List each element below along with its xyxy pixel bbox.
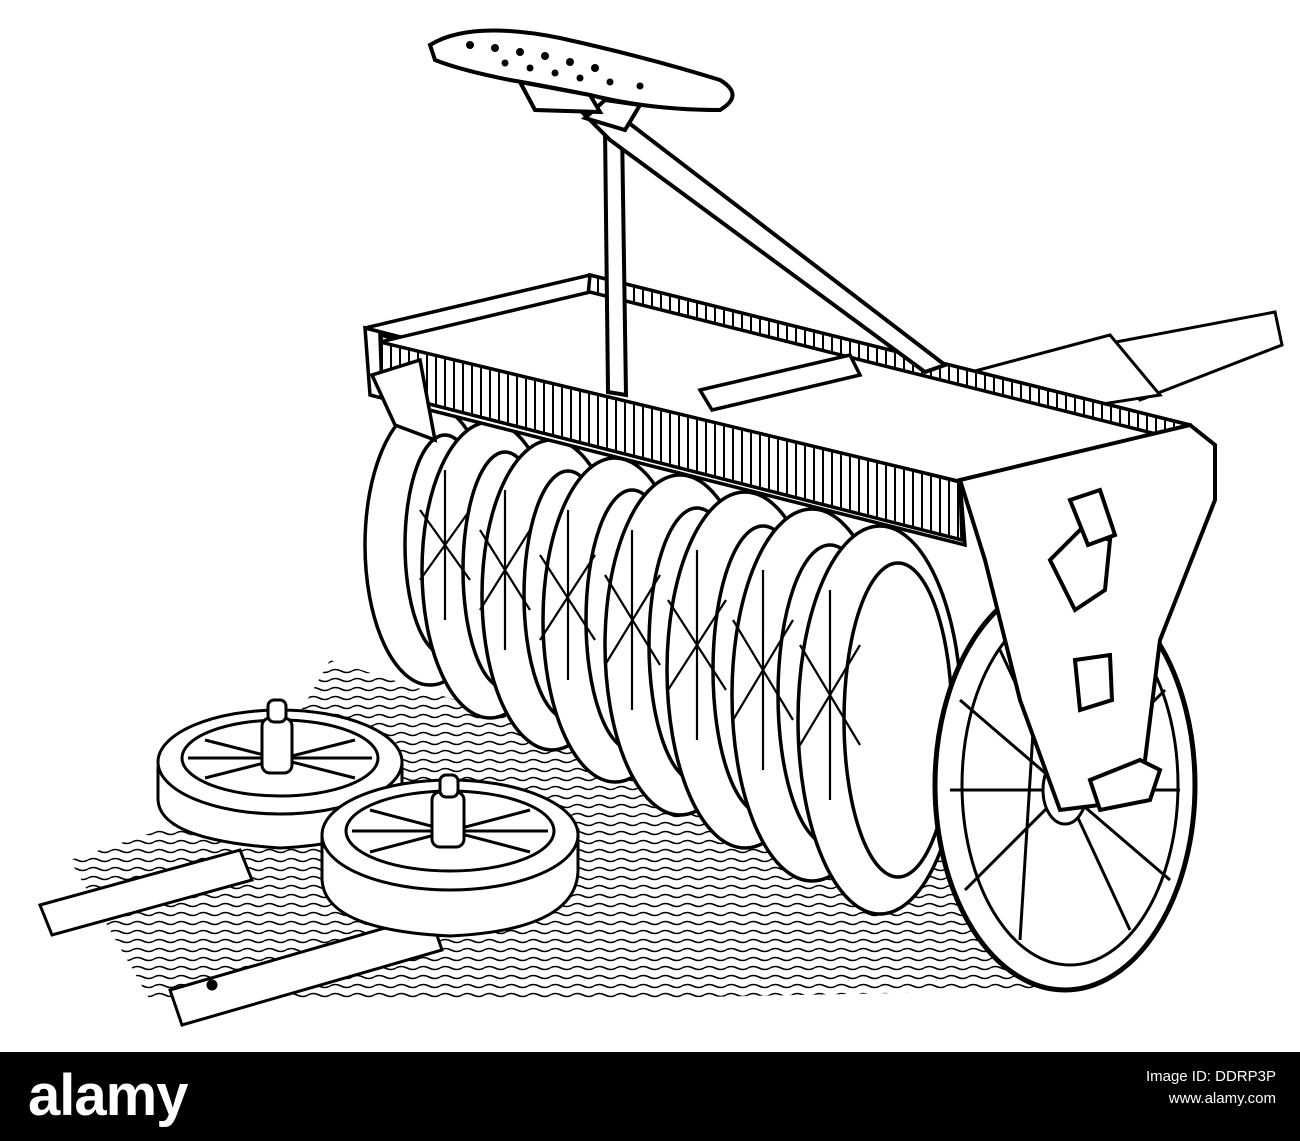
loose-wheel-right [320,773,580,938]
site-url: www.alamy.com [1168,1090,1276,1107]
disc-spokes [419,470,861,800]
seeder-illustration [37,28,1284,1027]
image-id-label: Image ID: DDRP3P [1145,1068,1276,1085]
watermark-footer: alamy Image ID: DDRP3P www.alamy.com [0,1052,1300,1141]
seed-hopper [363,272,1192,548]
seeder-drawing [37,28,1284,1027]
seat [427,28,735,115]
image-info: Image ID: DDRP3P www.alamy.com [1146,1066,1276,1110]
brand-logo: alamy [28,1063,188,1128]
side-plate [957,422,1217,813]
seat-post [579,97,950,398]
loose-wheel-bars [37,848,444,1027]
